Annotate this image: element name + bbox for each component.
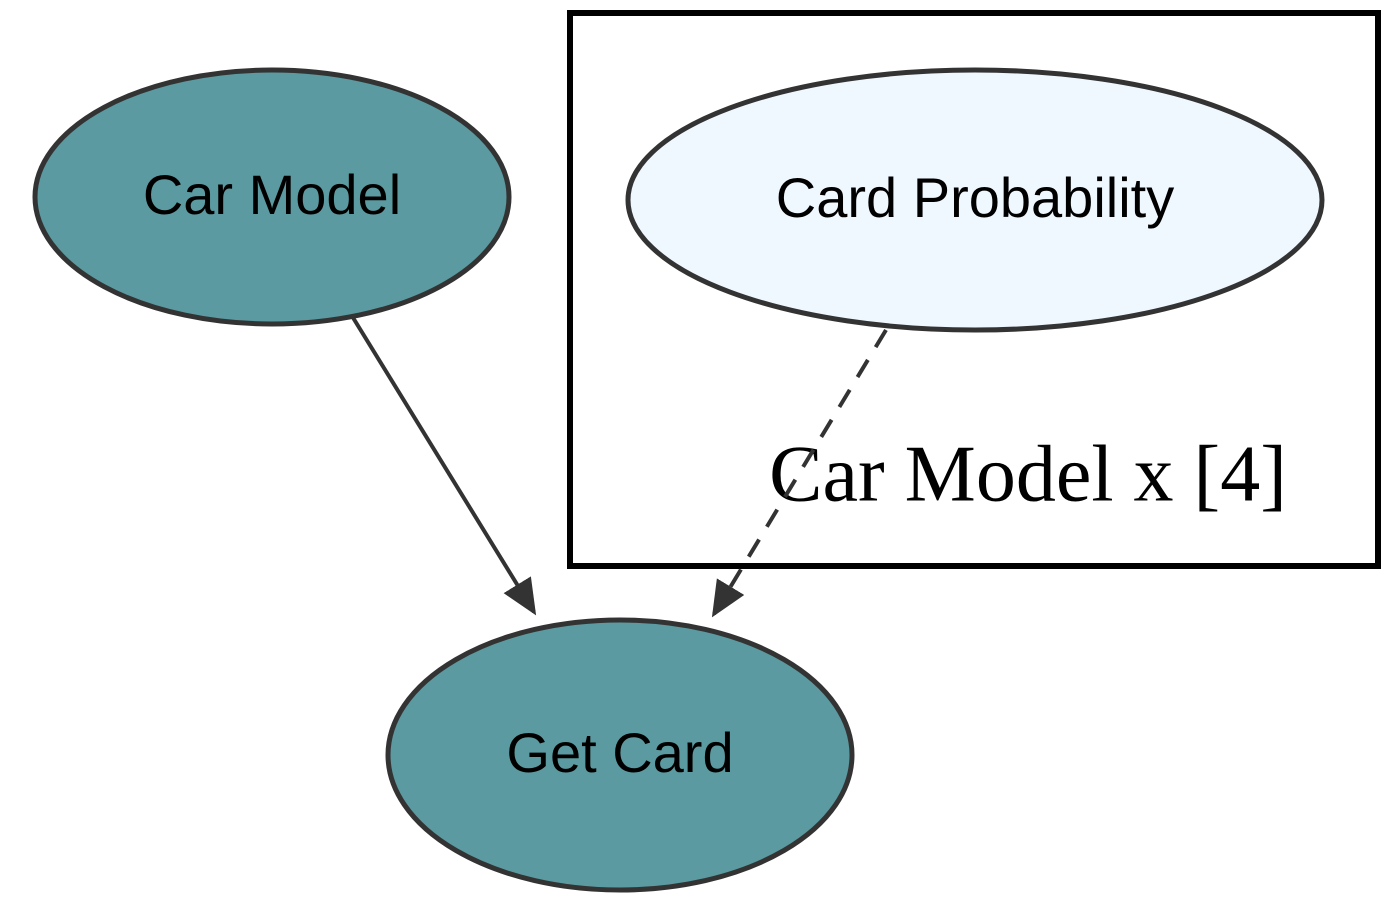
node-car-model-label: Car Model xyxy=(143,163,401,226)
node-get-card: Get Card xyxy=(385,617,855,893)
node-card-probability-label: Card Probability xyxy=(776,166,1174,229)
node-get-card-label: Get Card xyxy=(506,721,733,784)
node-get-card-ellipse xyxy=(385,617,855,893)
node-car-model: Car Model xyxy=(32,67,512,327)
node-car-model-ellipse xyxy=(32,67,512,327)
plate-label: Car Model x [4] xyxy=(769,430,1287,518)
node-card-probability-ellipse xyxy=(625,67,1325,333)
node-card-probability: Card Probability xyxy=(625,67,1325,333)
edge-car-model-to-get-card xyxy=(350,314,537,616)
plate-boundary xyxy=(567,10,1381,569)
